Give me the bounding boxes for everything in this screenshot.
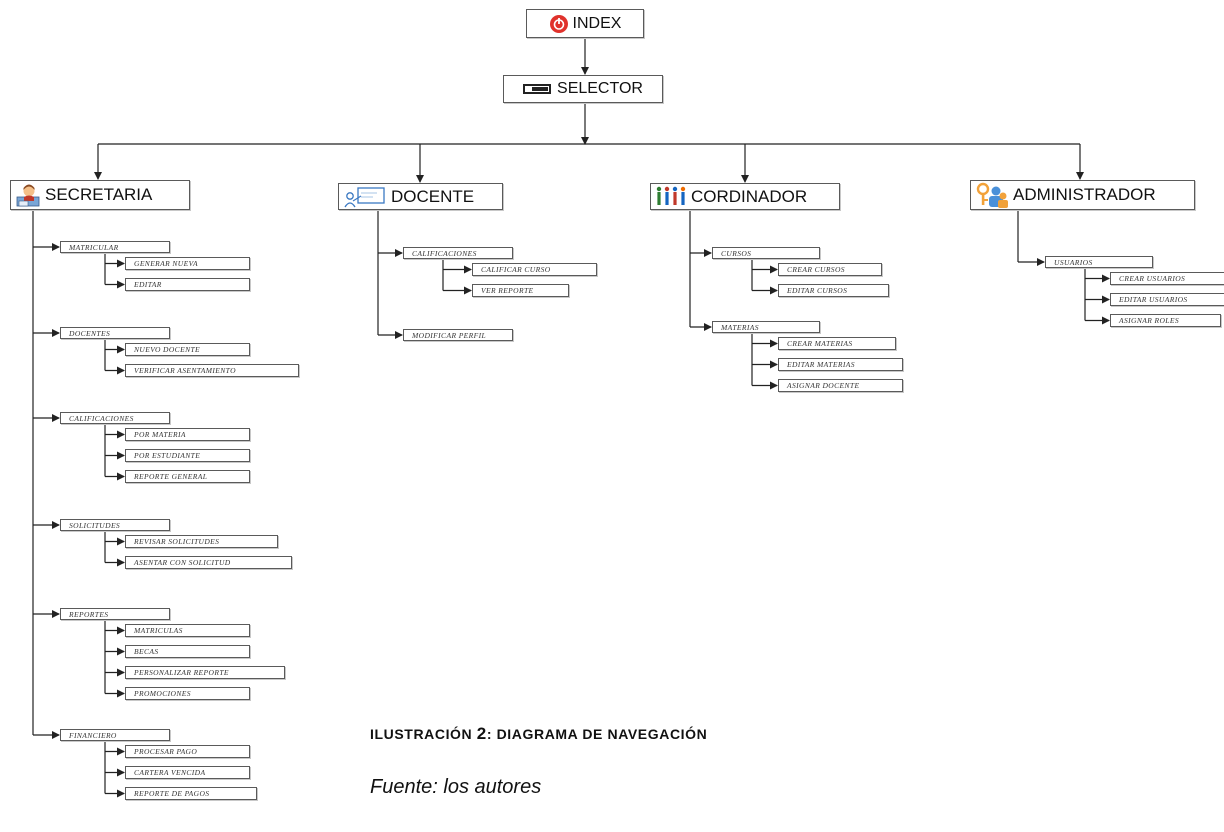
role-label: CORDINADOR xyxy=(691,186,808,206)
menu-item: CREAR CURSOS xyxy=(778,263,882,276)
item-label: CREAR CURSOS xyxy=(787,265,845,274)
power-icon xyxy=(549,14,569,34)
item-label: PERSONALIZAR REPORTE xyxy=(134,668,229,677)
group-label: MODIFICAR PERFIL xyxy=(412,330,487,340)
group-modificar-perfil: MODIFICAR PERFIL xyxy=(403,329,513,341)
menu-item: VERIFICAR ASENTAMIENTO xyxy=(125,364,299,377)
menu-item: PROMOCIONES xyxy=(125,687,250,700)
teacher-icon xyxy=(343,186,387,208)
group-financiero: FINANCIERO xyxy=(60,729,170,741)
item-label: ASIGNAR ROLES xyxy=(1119,316,1179,325)
connector-lines xyxy=(32,38,1110,798)
menu-item: REPORTE DE PAGOS xyxy=(125,787,257,800)
menu-item: POR MATERIA xyxy=(125,428,250,441)
item-label: REPORTE DE PAGOS xyxy=(134,789,210,798)
selector-node: SELECTOR xyxy=(503,75,663,103)
item-label: PROMOCIONES xyxy=(134,689,191,698)
node-label: INDEX xyxy=(572,14,622,32)
menu-item: VER REPORTE xyxy=(472,284,569,297)
group-label: CURSOS xyxy=(721,248,752,258)
menu-item: EDITAR MATERIAS xyxy=(778,358,903,371)
item-label: POR ESTUDIANTE xyxy=(134,451,201,460)
menu-item: REVISAR SOLICITUDES xyxy=(125,535,278,548)
coordinator-icon xyxy=(655,185,687,209)
group-label: MATERIAS xyxy=(721,322,759,332)
menu-item: CREAR USUARIOS xyxy=(1110,272,1224,285)
item-label: ASENTAR CON SOLICITUD xyxy=(134,558,231,567)
role-secretaria: SECRETARIA xyxy=(10,180,190,210)
group-cursos: CURSOS xyxy=(712,247,820,259)
role-label: SECRETARIA xyxy=(45,185,153,204)
menu-item: ASENTAR CON SOLICITUD xyxy=(125,556,292,569)
group-label: SOLICITUDES xyxy=(69,520,121,530)
admin-icon xyxy=(975,181,1009,209)
group-docentes: DOCENTES xyxy=(60,327,170,339)
menu-item: MATRICULAS xyxy=(125,624,250,637)
menu-item: CARTERA VENCIDA xyxy=(125,766,250,779)
item-label: VERIFICAR ASENTAMIENTO xyxy=(134,366,236,375)
item-label: POR MATERIA xyxy=(134,430,186,439)
item-label: VER REPORTE xyxy=(481,286,534,295)
group-solicitudes: SOLICITUDES xyxy=(60,519,170,531)
group-materias: MATERIAS xyxy=(712,321,820,333)
caption-suffix: : DIAGRAMA DE NAVEGACIÓN xyxy=(486,726,708,742)
menu-item: NUEVO DOCENTE xyxy=(125,343,250,356)
item-label: CREAR MATERIAS xyxy=(787,339,853,348)
item-label: CALIFICAR CURSO xyxy=(481,265,551,274)
group-label: CALIFICACIONES xyxy=(69,413,134,423)
item-label: REPORTE GENERAL xyxy=(134,472,208,481)
group-label: USUARIOS xyxy=(1054,257,1093,267)
group-usuarios: USUARIOS xyxy=(1045,256,1153,268)
menu-item: EDITAR xyxy=(125,278,250,291)
menu-item: ASIGNAR ROLES xyxy=(1110,314,1221,327)
menu-item: GENERAR NUEVA xyxy=(125,257,250,270)
item-label: NUEVO DOCENTE xyxy=(134,345,201,354)
group-calificaciones: CALIFICACIONES xyxy=(403,247,513,259)
menu-item: REPORTE GENERAL xyxy=(125,470,250,483)
figure-source: Fuente: los autores xyxy=(370,776,542,798)
group-label: CALIFICACIONES xyxy=(412,248,477,258)
index-node: INDEX xyxy=(526,9,644,38)
menu-item: EDITAR USUARIOS xyxy=(1110,293,1224,306)
item-label: CREAR USUARIOS xyxy=(1119,274,1186,283)
group-calificaciones: CALIFICACIONES xyxy=(60,412,170,424)
item-label: BECAS xyxy=(134,647,159,656)
group-label: DOCENTES xyxy=(69,328,111,338)
role-cordinador: CORDINADOR xyxy=(650,183,840,210)
secretary-icon xyxy=(15,182,41,208)
group-reportes: REPORTES xyxy=(60,608,170,620)
item-label: ASIGNAR DOCENTE xyxy=(787,381,860,390)
group-matricular: MATRICULAR xyxy=(60,241,170,253)
item-label: EDITAR CURSOS xyxy=(787,286,848,295)
group-label: REPORTES xyxy=(69,609,109,619)
menu-item: PROCESAR PAGO xyxy=(125,745,250,758)
menu-item: PERSONALIZAR REPORTE xyxy=(125,666,285,679)
menu-item: POR ESTUDIANTE xyxy=(125,449,250,462)
menu-item: EDITAR CURSOS xyxy=(778,284,889,297)
caption-prefix: ILUSTRACIÓN xyxy=(370,726,477,742)
item-label: GENERAR NUEVA xyxy=(134,259,199,268)
menu-item: CALIFICAR CURSO xyxy=(472,263,597,276)
node-label: SELECTOR xyxy=(557,80,643,97)
item-label: EDITAR MATERIAS xyxy=(787,360,855,369)
item-label: CARTERA VENCIDA xyxy=(134,768,206,777)
item-label: MATRICULAS xyxy=(134,626,183,635)
menu-item: ASIGNAR DOCENTE xyxy=(778,379,903,392)
item-label: PROCESAR PAGO xyxy=(134,747,198,756)
role-docente: DOCENTE xyxy=(338,183,503,210)
selector-icon xyxy=(523,83,553,95)
role-label: ADMINISTRADOR xyxy=(1013,185,1156,204)
item-label: REVISAR SOLICITUDES xyxy=(134,537,220,546)
menu-item: CREAR MATERIAS xyxy=(778,337,896,350)
item-label: EDITAR USUARIOS xyxy=(1119,295,1188,304)
role-label: DOCENTE xyxy=(391,186,475,206)
figure-caption: ILUSTRACIÓN 2: DIAGRAMA DE NAVEGACIÓN xyxy=(370,724,707,744)
caption-number: 2 xyxy=(476,724,487,743)
group-label: MATRICULAR xyxy=(69,242,119,252)
menu-item: BECAS xyxy=(125,645,250,658)
role-administrador: ADMINISTRADOR xyxy=(970,180,1195,210)
item-label: EDITAR xyxy=(134,280,162,289)
group-label: FINANCIERO xyxy=(69,730,117,740)
